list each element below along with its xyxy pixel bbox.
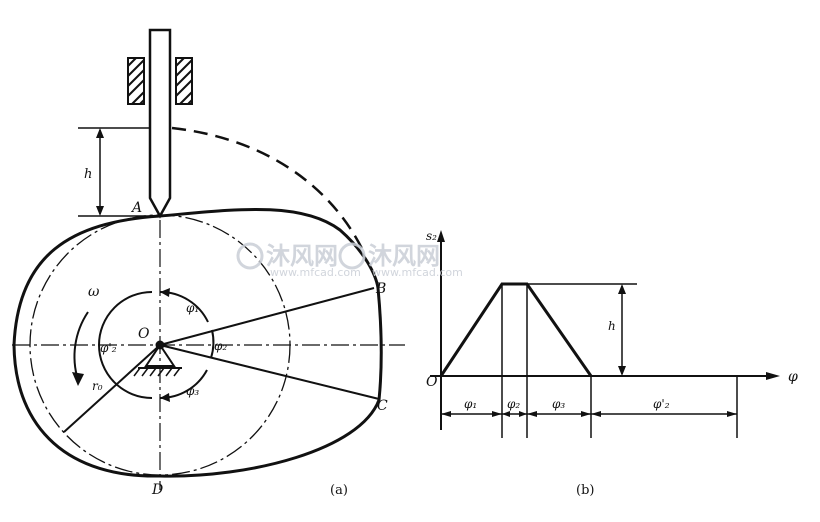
angle-arrow-2 bbox=[160, 393, 170, 402]
pivot-support bbox=[144, 343, 176, 367]
watermark: 沐风网 www.mfcad.com 沐风网 www.mfcad.com bbox=[236, 242, 463, 279]
follower-guide-right bbox=[175, 57, 193, 105]
figure-a bbox=[12, 28, 405, 490]
y-axis-label: s₂ bbox=[426, 229, 437, 243]
rise-h-label: h bbox=[84, 167, 92, 182]
point-d-label: D bbox=[151, 482, 163, 498]
center-o-label: O bbox=[138, 326, 150, 342]
origin-label: O bbox=[426, 374, 438, 390]
rise-arrow-up bbox=[96, 128, 104, 138]
ground-hatch bbox=[133, 367, 181, 377]
caption-a: (a) bbox=[330, 483, 348, 498]
h-label: h bbox=[608, 319, 616, 333]
angle-arc-near-dwell bbox=[98, 291, 153, 399]
rotation-arc bbox=[73, 311, 89, 381]
watermark-logo-icon-2 bbox=[338, 242, 366, 270]
watermark-logo-icon-1 bbox=[236, 242, 264, 270]
seg-near-dwell-label: φ'₂ bbox=[653, 397, 670, 411]
radius-to-c bbox=[159, 344, 380, 400]
h-arrow-down bbox=[618, 366, 626, 376]
rise-trace-arc bbox=[171, 126, 367, 256]
angle-return-label: φ₃ bbox=[186, 384, 199, 398]
angle-arc-rise bbox=[159, 290, 209, 323]
seg-far-dwell-label: φ₂ bbox=[507, 397, 520, 411]
watermark-brand-1: 沐风网 bbox=[266, 242, 338, 270]
displacement-curve bbox=[439, 282, 593, 377]
angle-arrow-1 bbox=[160, 288, 170, 297]
radius-to-b bbox=[159, 287, 375, 346]
point-c-label: C bbox=[377, 398, 388, 414]
angle-arc-far-dwell bbox=[210, 329, 215, 359]
seg-rise-label: φ₁ bbox=[464, 397, 477, 411]
follower-guide-left bbox=[127, 57, 145, 105]
base-radius-label: r₀ bbox=[92, 379, 103, 393]
angle-far-dwell-label: φ₂ bbox=[214, 339, 227, 353]
cam-profile bbox=[12, 208, 383, 478]
x-axis-label: φ bbox=[788, 369, 798, 385]
rotation-arrowhead bbox=[72, 372, 84, 386]
point-a-label: A bbox=[130, 200, 142, 216]
h-arrow-up bbox=[618, 284, 626, 294]
x-axis-arrow bbox=[766, 372, 780, 380]
watermark-brand-2: 沐风网 bbox=[368, 242, 440, 270]
segment-arrows bbox=[441, 411, 737, 417]
caption-b: (b) bbox=[576, 483, 594, 498]
follower-rod bbox=[148, 28, 172, 219]
seg-return-label: φ₃ bbox=[552, 397, 565, 411]
base-radius-line bbox=[63, 344, 161, 433]
watermark-url-1: www.mfcad.com bbox=[270, 266, 361, 279]
watermark-url-2: www.mfcad.com bbox=[372, 266, 463, 279]
omega-label: ω bbox=[88, 284, 100, 300]
figure-b bbox=[430, 230, 780, 438]
y-axis-arrow bbox=[437, 230, 445, 242]
angle-rise-label: φ₁ bbox=[186, 301, 199, 315]
angle-near-dwell-label: φ'₂ bbox=[100, 341, 117, 355]
rise-arrow-down bbox=[96, 206, 104, 216]
point-b-label: B bbox=[375, 281, 386, 297]
